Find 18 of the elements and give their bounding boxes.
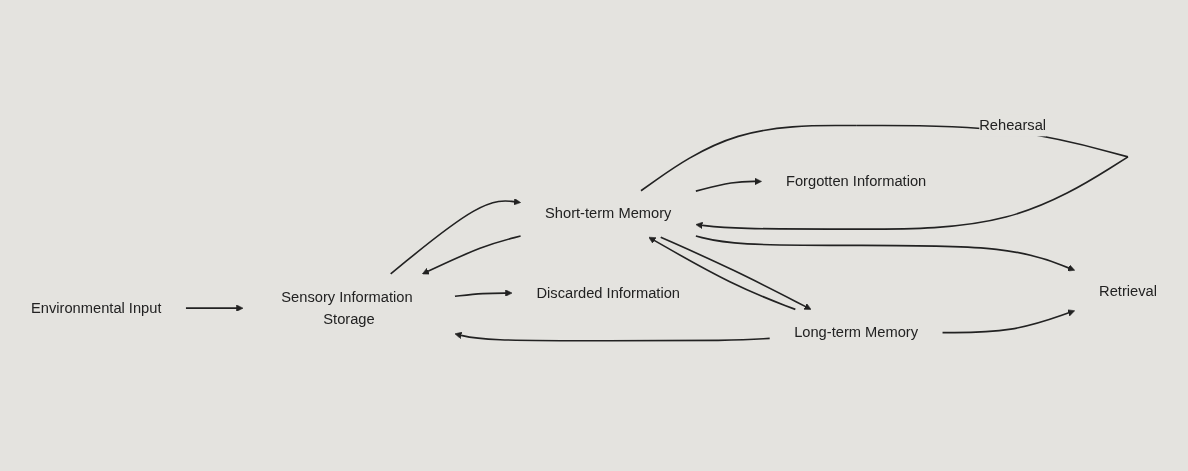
arrow xyxy=(941,309,1075,334)
arrow xyxy=(695,178,762,193)
arrow xyxy=(659,236,812,310)
arrow xyxy=(648,237,797,311)
node-text: Retrieval xyxy=(1099,283,1157,300)
node-text: Sensory Information Storage xyxy=(281,288,413,328)
arrow xyxy=(454,332,771,342)
node-text: Environmental Input xyxy=(31,299,162,317)
arrow xyxy=(454,289,513,298)
arrow xyxy=(422,235,522,275)
edge-label: Rehearsal xyxy=(979,117,1047,134)
arrow xyxy=(695,235,1075,272)
node-text: Short-term Memory xyxy=(545,205,672,223)
arrow xyxy=(389,198,521,276)
node-text: Long-term Memory xyxy=(794,324,919,341)
arrow xyxy=(185,304,244,313)
node-text: Forgotten Information xyxy=(785,173,927,190)
node-text: Discarded Information xyxy=(536,284,680,302)
